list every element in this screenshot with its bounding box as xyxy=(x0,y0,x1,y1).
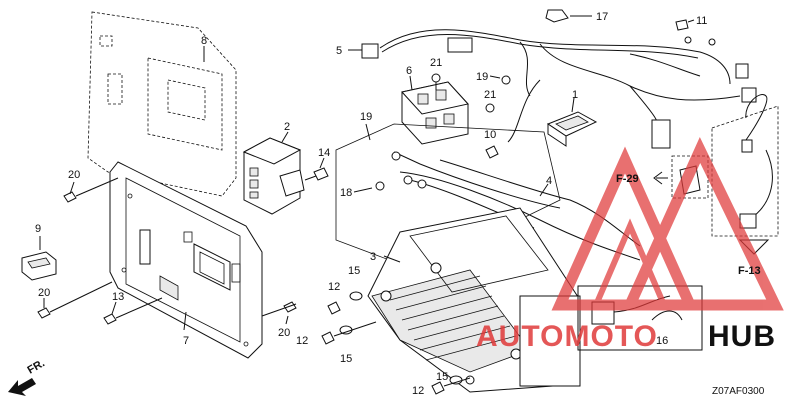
screw-11 xyxy=(675,19,695,31)
clamp-part xyxy=(546,111,598,147)
callout-19-left: 19 xyxy=(360,111,372,123)
screw-13 xyxy=(103,297,163,325)
diagram-code: Z07AF0300 xyxy=(712,386,765,397)
callout-6: 6 xyxy=(406,65,412,77)
receptacle-part xyxy=(401,81,469,145)
callout-17: 17 xyxy=(596,11,608,23)
callout-12-top: 12 xyxy=(328,281,340,293)
callout-18: 18 xyxy=(340,187,352,199)
callout-21-lower: 21 xyxy=(484,89,496,101)
callout-5: 5 xyxy=(336,45,342,57)
callout-1: 1 xyxy=(572,89,578,101)
watermark-text-red: AUTOMOTO xyxy=(476,320,658,353)
callout-19-right: 19 xyxy=(476,71,488,83)
screw-10 xyxy=(485,145,499,159)
screw-19-upper xyxy=(501,75,511,85)
washer-15-mid xyxy=(339,325,353,335)
screw-20-lower xyxy=(37,281,113,319)
ref-label-f13: F-13 xyxy=(738,265,761,277)
callout-8: 8 xyxy=(201,35,207,47)
rear-panel-part xyxy=(87,11,237,197)
callout-3: 3 xyxy=(370,251,376,263)
callout-9: 9 xyxy=(35,223,41,235)
callout-2: 2 xyxy=(284,121,290,133)
callout-21-upper: 21 xyxy=(430,57,442,69)
screw-20-upper xyxy=(63,177,119,203)
callout-12-bottom: 12 xyxy=(412,385,424,397)
callout-20-right: 20 xyxy=(278,327,290,339)
callout-10: 10 xyxy=(484,129,496,141)
front-direction-label: FR. xyxy=(26,357,47,376)
callout-16: 16 xyxy=(656,335,668,347)
ref-arrow-f29 xyxy=(653,171,668,185)
front-direction-arrow xyxy=(8,378,36,396)
screw-21-upper xyxy=(431,73,441,90)
callout-20-lower: 20 xyxy=(38,287,50,299)
washer-15-top xyxy=(349,291,363,301)
wire-harness xyxy=(361,29,757,149)
front-plate-part xyxy=(109,161,263,359)
watermark-logo xyxy=(551,137,784,311)
inverter-unit-part xyxy=(367,207,581,393)
callout-7: 7 xyxy=(183,335,189,347)
switch-part xyxy=(21,251,57,281)
watermark-text-black: HUB xyxy=(708,320,776,353)
screw-20-right xyxy=(261,301,297,317)
callout-14: 14 xyxy=(318,147,330,159)
callout-15-top: 15 xyxy=(348,265,360,277)
screw-21-lower xyxy=(485,103,495,113)
callout-20-upper: 20 xyxy=(68,169,80,181)
callout-15-mid: 15 xyxy=(340,353,352,365)
clip-17 xyxy=(545,9,569,23)
callout-11: 11 xyxy=(696,15,707,27)
bolt-12-top xyxy=(327,301,341,315)
screw-14 xyxy=(304,167,329,181)
bolt-12-mid xyxy=(321,321,377,345)
callout-4: 4 xyxy=(546,175,552,187)
callout-13: 13 xyxy=(112,291,124,303)
outlet-box-part xyxy=(242,137,305,215)
callout-12-mid: 12 xyxy=(296,335,308,347)
ref-label-f29: F-29 xyxy=(616,173,639,185)
bolt-12-bottom xyxy=(431,377,471,395)
callout-15-bottom: 15 xyxy=(436,371,448,383)
